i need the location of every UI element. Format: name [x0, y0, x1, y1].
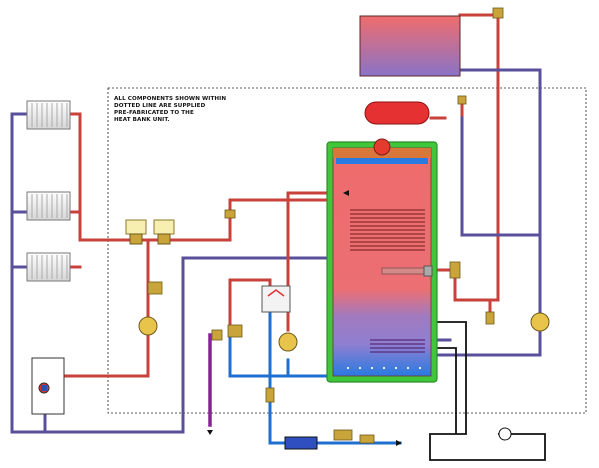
circulating-pumps — [138, 312, 550, 441]
tank-pump — [373, 138, 391, 156]
radiators — [26, 100, 71, 282]
radiator-flow-pipe — [68, 112, 332, 269]
mixing-valve-panel — [261, 285, 291, 313]
boiler-flow-pipe — [61, 238, 150, 378]
expansion-vent-pipe — [429, 100, 464, 120]
radiator-return-pipe — [10, 112, 185, 434]
notice-line-1: ALL COMPONENTS SHOWN WITHIN — [114, 96, 227, 102]
external-loop — [429, 321, 546, 461]
notice-line-3: PRE-FABRICATED TO THE — [114, 110, 194, 116]
header-tank — [359, 15, 461, 77]
return-pump — [530, 312, 550, 332]
radiator-3 — [26, 252, 71, 282]
dhw-hot-pipe — [228, 278, 272, 337]
notice-line-4: HEAT BANK UNIT. — [114, 117, 170, 123]
primary-flow-pipe — [286, 191, 332, 332]
heating-return-pipe — [181, 256, 332, 267]
loop-pump — [498, 427, 512, 441]
notice-line-2: DOTTED LINE ARE SUPPLIED — [114, 103, 206, 109]
heat-bank-tank — [326, 141, 438, 383]
supply-boundary — [107, 87, 587, 414]
boiler — [31, 357, 65, 415]
primary-pump — [278, 332, 298, 352]
header-tank-return — [428, 68, 542, 357]
inline-filter — [284, 436, 318, 450]
radiator-1 — [26, 100, 71, 130]
heating-pump — [138, 316, 158, 336]
expansion-vessel — [364, 101, 430, 125]
radiator-2 — [26, 191, 71, 221]
cold-feed-pipe — [228, 308, 402, 445]
brass-fittings — [147, 7, 504, 444]
flow-arrows — [207, 190, 402, 446]
pre-fabricated-notice: ALL COMPONENTS SHOWN WITHIN DOTTED LINE … — [114, 96, 294, 124]
zone-valves — [125, 219, 175, 245]
